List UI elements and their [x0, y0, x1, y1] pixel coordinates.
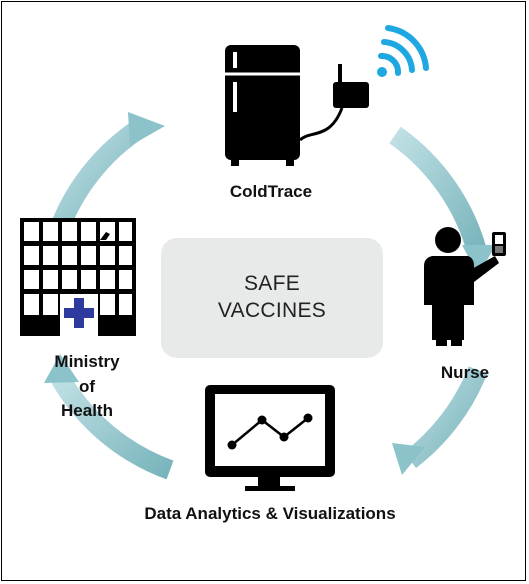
label-ministry-line-1: Ministry	[54, 352, 120, 371]
wifi-icon	[377, 25, 429, 77]
arrow-data-to-ministry	[51, 372, 174, 480]
arrowhead-coldtrace	[128, 112, 165, 146]
label-ministry-line-2: of	[78, 376, 96, 396]
monitor-icon	[205, 385, 335, 491]
center-line-2: VACCINES	[217, 299, 327, 322]
label-ministry-of-health: Ministry of Health	[22, 350, 152, 424]
nurse-icon	[424, 227, 499, 346]
label-nurse: Nurse	[440, 363, 490, 382]
center-safe-vaccines-box: SAFE VACCINES	[161, 238, 383, 358]
sensor-icon	[298, 64, 369, 142]
center-line-1: SAFE	[243, 272, 301, 296]
arrow-ministry-to-coldtrace	[52, 119, 146, 227]
label-coldtrace: ColdTrace	[229, 182, 313, 201]
arrow-coldtrace-to-nurse	[389, 126, 488, 258]
label-data-analytics: Data Analytics & Visualizations	[144, 504, 396, 523]
label-ministry-line-3: Health	[61, 401, 113, 421]
arrowhead-data	[392, 443, 425, 475]
arrowhead-nurse	[462, 245, 496, 275]
fridge-icon	[225, 45, 300, 166]
phone-icon	[492, 232, 506, 256]
arrow-heads	[44, 112, 496, 475]
cross-icon	[64, 298, 94, 328]
arrowhead-ministry	[44, 354, 79, 383]
